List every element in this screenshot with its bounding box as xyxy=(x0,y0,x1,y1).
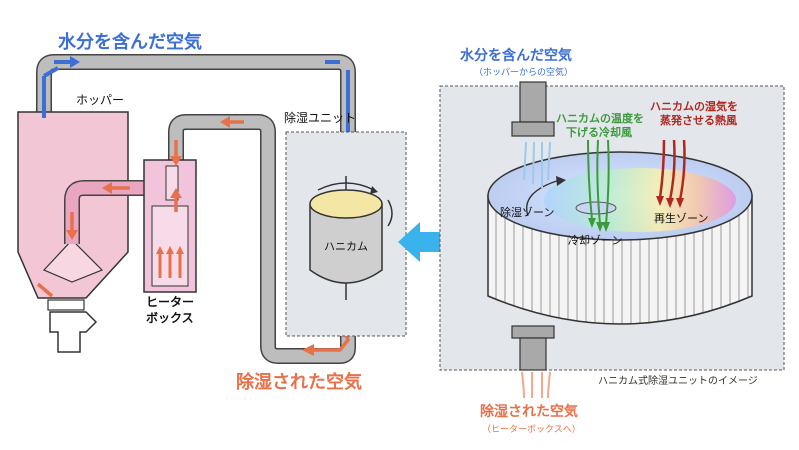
hot-note-1: ハニカムの湿気を xyxy=(650,99,738,113)
honeycomb-label: ハニカム xyxy=(324,240,368,253)
zone-cool-label: 冷却ゾーン xyxy=(568,234,622,247)
left-title-in: 水分を含んだ空気 xyxy=(58,31,202,53)
cooling-air-lines xyxy=(587,139,610,225)
hopper-label: ホッパー xyxy=(76,93,124,107)
left-title-out: 除湿された空気 xyxy=(236,371,362,393)
zone-dehumid-label: 除湿ゾーン xyxy=(500,205,554,219)
right-title-in: 水分を含んだ空気 xyxy=(460,47,572,64)
hopper-feed-pipe xyxy=(64,180,168,244)
dehumid-unit xyxy=(285,131,407,337)
heater-box-label-2: ボックス xyxy=(146,310,194,325)
outgoing-air-lines xyxy=(521,371,551,399)
right-title-in-sub: （ホッパーからの空気） xyxy=(474,66,573,78)
right-caption: ハニカム式除湿ユニットのイメージ xyxy=(598,374,758,387)
zone-regen-label: 再生ゾーン xyxy=(654,211,708,225)
hot-air-lines xyxy=(658,139,686,201)
cooling-note-2: 下げる冷却風 xyxy=(566,125,632,139)
dehumid-unit-label: 除湿ユニット xyxy=(284,110,356,125)
right-title-out: 除湿された空気 xyxy=(480,403,578,420)
hot-note-2: 蒸発させる熱風 xyxy=(660,113,737,127)
cooling-note-1: ハニカムの温度を xyxy=(556,111,644,125)
right-title-out-sub: （ヒーターボックスへ） xyxy=(482,424,581,435)
bottom-duct xyxy=(511,325,555,371)
incoming-air-lines xyxy=(523,141,551,188)
heater-box-label-1: ヒーター xyxy=(146,295,194,309)
top-duct xyxy=(511,81,555,137)
pipe-network xyxy=(36,54,356,364)
heater-box xyxy=(143,159,197,293)
